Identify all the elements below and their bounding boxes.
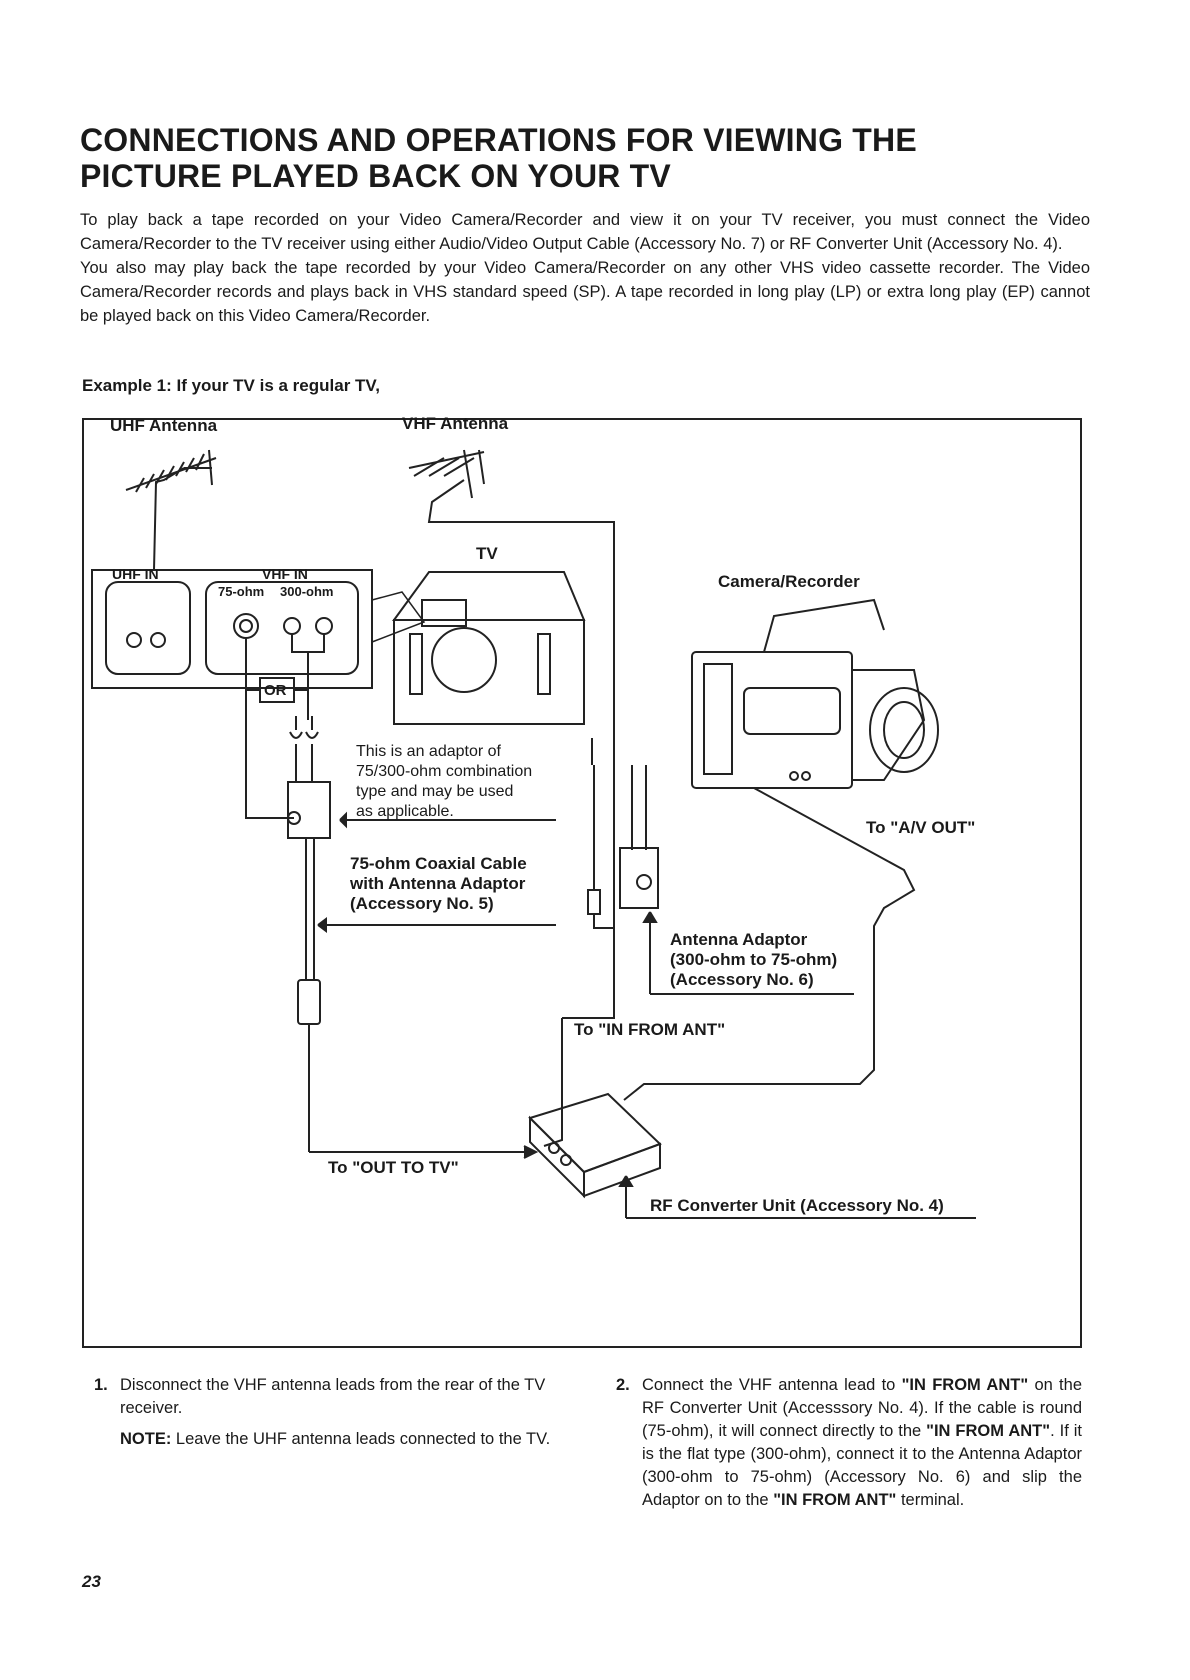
note-text: Leave the UHF antenna leads connected to… bbox=[171, 1430, 551, 1448]
vhf-in-label: VHF IN bbox=[262, 566, 308, 582]
diagram-drawing bbox=[91, 449, 976, 1219]
step-2-part-e: . If it is the flat type (300-ohm), conn… bbox=[642, 1422, 1082, 1509]
antenna-adaptor-line-1: Antenna Adaptor bbox=[670, 930, 808, 949]
step-1: 1. Disconnect the VHF antenna leads from… bbox=[94, 1374, 560, 1451]
coax-connector-icon bbox=[297, 979, 321, 1025]
or-label: OR bbox=[264, 682, 287, 699]
step-2-part-f: "IN FROM ANT" bbox=[773, 1491, 897, 1509]
intro-paragraph-2: You also may play back the tape recorded… bbox=[80, 259, 1090, 325]
to-av-out-label: To "A/V OUT" bbox=[866, 818, 976, 837]
to-in-from-ant-label: To "IN FROM ANT" bbox=[574, 1020, 726, 1039]
uhf-antenna-icon bbox=[125, 449, 217, 571]
tv-label: TV bbox=[476, 544, 498, 563]
antenna-adaptor-caption: Antenna Adaptor (300-ohm to 75-ohm) (Acc… bbox=[670, 930, 837, 990]
step-2-part-c: on the RF Converter Unit (Accesssory No.… bbox=[642, 1376, 1082, 1440]
tv-icon bbox=[392, 571, 586, 725]
adaptor-caption: This is an adaptor of 75/300-ohm combina… bbox=[356, 742, 532, 822]
step-2-text: Connect the VHF antenna lead to "IN FROM… bbox=[642, 1374, 1082, 1512]
intro-text: To play back a tape recorded on your Vid… bbox=[80, 208, 1090, 328]
coax-cable-caption: 75-ohm Coaxial Cable with Antenna Adapto… bbox=[350, 854, 527, 914]
antenna-adaptor-line-3: (Accessory No. 6) bbox=[670, 970, 814, 989]
step-2-part-a: Connect the VHF antenna lead to bbox=[642, 1376, 902, 1394]
adaptor-caption-line-3: type and may be used bbox=[356, 783, 514, 800]
camera-recorder-label: Camera/Recorder bbox=[718, 572, 860, 591]
connection-diagram: UHF Antenna VHF Antenna TV UHF IN VHF IN… bbox=[82, 414, 1082, 1348]
step-2-part-b: "IN FROM ANT" bbox=[901, 1376, 1029, 1394]
adaptor-caption-line-1: This is an adaptor of bbox=[356, 743, 501, 760]
adaptor-75-300-icon bbox=[287, 781, 331, 839]
title-line-2: PICTURE PLAYED BACK ON YOUR TV bbox=[80, 158, 671, 194]
step-2-part-g: terminal. bbox=[896, 1491, 965, 1509]
step-2-part-d: "IN FROM ANT" bbox=[926, 1422, 1051, 1440]
step-2-number: 2. bbox=[616, 1376, 630, 1394]
uhf-in-label: UHF IN bbox=[112, 566, 159, 582]
300-ohm-label: 300-ohm bbox=[280, 584, 334, 599]
intro-paragraph-1: To play back a tape recorded on your Vid… bbox=[80, 211, 1090, 253]
example-heading: Example 1: If your TV is a regular TV, bbox=[82, 376, 380, 395]
rf-converter-icon bbox=[528, 1092, 662, 1199]
step-1-text: Disconnect the VHF antenna leads from th… bbox=[120, 1376, 546, 1417]
antenna-adaptor-icon bbox=[587, 738, 659, 929]
to-out-to-tv-label: To "OUT TO TV" bbox=[328, 1158, 459, 1177]
vhf-antenna-icon bbox=[408, 449, 615, 1019]
coax-caption-line-1: 75-ohm Coaxial Cable bbox=[350, 854, 527, 873]
step-1-number: 1. bbox=[94, 1376, 108, 1394]
uhf-antenna-label: UHF Antenna bbox=[110, 416, 218, 435]
vhf-antenna-label: VHF Antenna bbox=[402, 414, 509, 433]
antenna-adaptor-line-2: (300-ohm to 75-ohm) bbox=[670, 950, 838, 969]
coax-caption-line-3: (Accessory No. 5) bbox=[350, 894, 494, 913]
adaptor-caption-line-2: 75/300-ohm combination bbox=[356, 763, 533, 780]
page-number: 23 bbox=[82, 1572, 101, 1591]
rf-converter-label: RF Converter Unit (Accessory No. 4) bbox=[650, 1196, 944, 1215]
title-line-1: CONNECTIONS AND OPERATIONS FOR VIEWING T… bbox=[80, 122, 917, 158]
adaptor-caption-line-4: as applicable. bbox=[356, 803, 454, 820]
coax-caption-line-2: with Antenna Adaptor bbox=[350, 874, 526, 893]
step-2: 2. Connect the VHF antenna lead to "IN F… bbox=[616, 1374, 1082, 1512]
note-label: NOTE: bbox=[120, 1430, 172, 1448]
tv-input-panel bbox=[91, 569, 373, 689]
camera-recorder-icon bbox=[691, 598, 939, 789]
75-ohm-label: 75-ohm bbox=[218, 584, 265, 599]
step-1-note: NOTE: Leave the UHF antenna leads connec… bbox=[120, 1428, 560, 1451]
page-title: CONNECTIONS AND OPERATIONS FOR VIEWING T… bbox=[80, 122, 1120, 194]
